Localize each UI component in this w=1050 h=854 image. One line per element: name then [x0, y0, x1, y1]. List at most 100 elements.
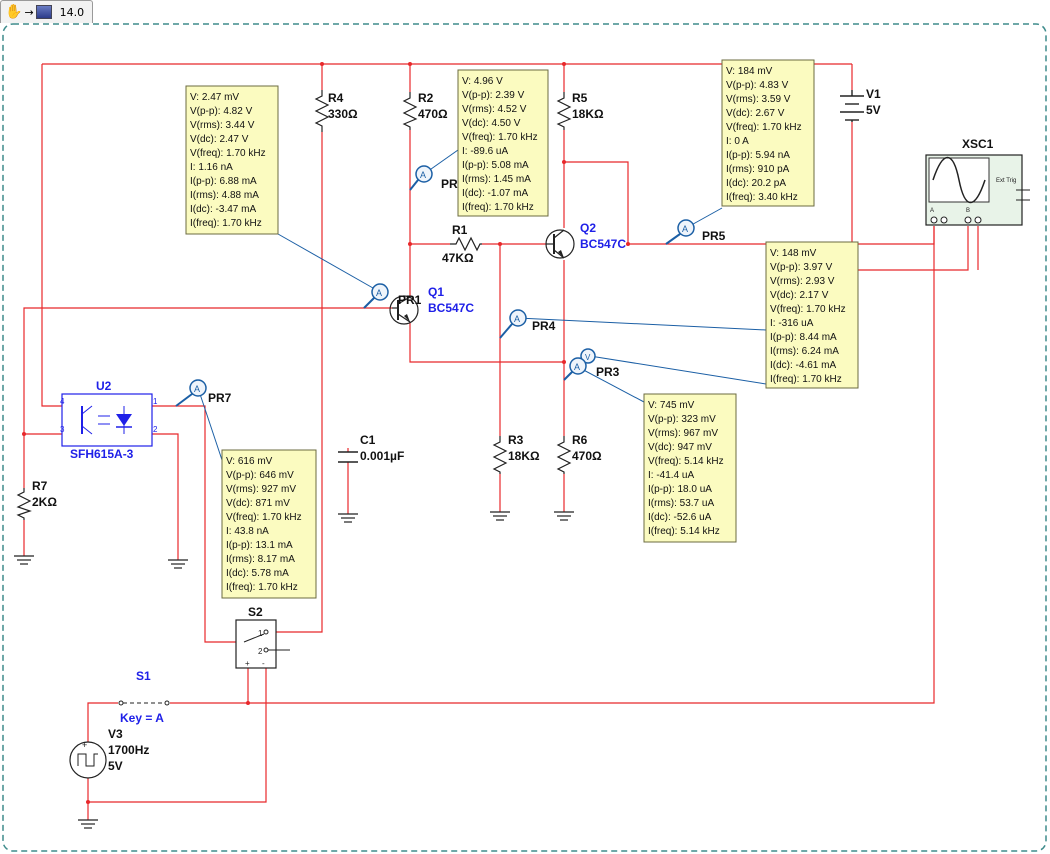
note-line: I(dc): -3.47 mA	[190, 204, 256, 215]
note-line: I(dc): 20.2 pA	[726, 178, 786, 189]
note-line: I: -316 uA	[770, 318, 814, 329]
zoom-select-icon[interactable]	[35, 5, 52, 19]
note-line: V: 148 mV	[770, 248, 817, 259]
probe-pr4-label: PR4	[532, 319, 556, 333]
note-line: I(freq): 1.70 kHz	[462, 202, 534, 213]
u2-model: SFH615A-3	[70, 447, 134, 461]
s1-key: Key = A	[120, 711, 164, 725]
r4-body	[314, 90, 330, 132]
r6-value: 470Ω	[572, 449, 602, 463]
probe-pr5-label: PR5	[702, 229, 726, 243]
probe-pr4[interactable]: A	[499, 309, 527, 339]
note-line: I: 43.8 nA	[226, 526, 269, 537]
note-line: I: -41.4 uA	[648, 470, 694, 481]
probe-icon: A	[514, 314, 520, 324]
note-pr2[interactable]: V: 4.96 V V(p-p): 2.39 V V(rms): 4.52 V …	[457, 69, 549, 217]
r5-ref: R5	[572, 91, 588, 105]
wires	[23, 63, 979, 820]
q2-ref: Q2	[580, 221, 596, 235]
r5-body	[556, 92, 572, 130]
note-pr4[interactable]: V: 148 mV V(p-p): 3.97 V V(rms): 2.93 V …	[765, 241, 859, 389]
s2-minus: -	[262, 659, 265, 668]
sheet-border	[2, 23, 1047, 852]
r6-ref: R6	[572, 433, 588, 447]
note-line: V(p-p): 3.97 V	[770, 262, 833, 273]
note-line: I(p-p): 18.0 uA	[648, 484, 712, 495]
v3-plus: +	[82, 740, 87, 750]
s2-plus: +	[245, 659, 250, 668]
note-pr5[interactable]: V: 184 mV V(p-p): 4.83 V V(rms): 3.59 V …	[721, 59, 815, 207]
u2-pin1: 1	[153, 397, 158, 406]
resistor-bodies	[16, 90, 572, 520]
note-pr1[interactable]: V: 2.47 mV V(p-p): 4.82 V V(rms): 3.44 V…	[185, 85, 279, 235]
probe-icon: A	[420, 170, 426, 180]
xsc1-a-label: A	[930, 208, 934, 214]
probe-pr5[interactable]: A	[665, 219, 695, 245]
u2-pin4: 4	[60, 397, 65, 406]
v1-ref: V1	[866, 87, 881, 101]
r7-body	[16, 488, 32, 520]
ground-icon	[14, 555, 34, 565]
note-lines: V: 2.47 mV V(p-p): 4.82 V V(rms): 3.44 V…	[190, 92, 266, 229]
note-line: I(rms): 8.17 mA	[226, 554, 295, 565]
note-line: I(rms): 53.7 uA	[648, 498, 714, 509]
c1-value: 0.001µF	[360, 449, 404, 463]
q1-model: BC547C	[428, 301, 474, 315]
note-pr3[interactable]: V: 745 mV V(p-p): 323 mV V(rms): 967 mV …	[643, 393, 737, 543]
s2-pin2: 2	[258, 647, 263, 656]
r1-body	[450, 236, 482, 252]
r2-body	[402, 92, 418, 130]
ground-symbols	[14, 511, 574, 829]
note-pr7[interactable]: V: 616 mV V(p-p): 646 mV V(rms): 927 mV …	[221, 449, 317, 599]
probe-pr3-v[interactable]: V	[580, 348, 596, 364]
note-line: V(freq): 1.70 kHz	[726, 122, 802, 133]
probe-icon: V	[585, 353, 591, 362]
note-line: V(p-p): 2.39 V	[462, 90, 525, 101]
note-line: V(dc): 2.47 V	[190, 134, 249, 145]
note-line: V(freq): 5.14 kHz	[648, 456, 724, 467]
note-line: V(p-p): 4.83 V	[726, 80, 789, 91]
note-line: I(dc): -52.6 uA	[648, 512, 712, 523]
v3-freq: 1700Hz	[108, 743, 149, 757]
q1-body	[389, 295, 419, 325]
xsc1-body[interactable]: Ext Trig A B	[925, 154, 1030, 226]
probe-icon: A	[376, 288, 382, 298]
u2-ref: U2	[96, 379, 112, 393]
note-line: V(freq): 1.70 kHz	[462, 132, 538, 143]
probe-pr2-label: PR	[441, 177, 458, 191]
note-line: V(rms): 927 mV	[226, 484, 296, 495]
ground-icon	[338, 513, 358, 523]
r3-value: 18KΩ	[508, 449, 540, 463]
s2-ref: S2	[248, 605, 263, 619]
note-line: I(rms): 1.45 mA	[462, 174, 531, 185]
s1-body[interactable]	[118, 700, 170, 706]
zoom-tab[interactable]: ✋ → 14.0	[0, 0, 94, 23]
note-line: V(dc): 871 mV	[226, 498, 290, 509]
r4-ref: R4	[328, 91, 344, 105]
u2-pin2: 2	[153, 425, 158, 434]
s2-body[interactable]: 1 2 + -	[235, 619, 290, 669]
v1-body	[840, 90, 864, 122]
note-line: I(freq): 1.70 kHz	[190, 218, 262, 229]
hand-icon[interactable]: ✋	[5, 4, 23, 20]
v3-body[interactable]: +	[69, 740, 107, 779]
v3-ref: V3	[108, 727, 123, 741]
note-line: V(dc): 4.50 V	[462, 118, 521, 129]
probe-icon: A	[682, 224, 688, 234]
r7-ref: R7	[32, 479, 48, 493]
note-line: I(rms): 6.24 mA	[770, 346, 839, 357]
note-line: V(freq): 1.70 kHz	[226, 512, 302, 523]
probe-pr3[interactable]: A	[563, 357, 587, 381]
probe-pr7[interactable]: A	[175, 379, 207, 407]
probe-pr2[interactable]: A	[409, 165, 433, 191]
note-line: I(dc): -4.61 mA	[770, 360, 836, 371]
note-line: I(freq): 1.70 kHz	[770, 374, 842, 385]
note-line: I(freq): 3.40 kHz	[726, 192, 798, 203]
xsc1-b-label: B	[966, 208, 970, 214]
note-line: V(rms): 2.93 V	[770, 276, 835, 287]
r2-ref: R2	[418, 91, 434, 105]
r6-body	[556, 436, 572, 474]
u2-body[interactable]: 4 3 1 2	[60, 393, 158, 447]
probe-pr1[interactable]: A	[363, 283, 389, 309]
